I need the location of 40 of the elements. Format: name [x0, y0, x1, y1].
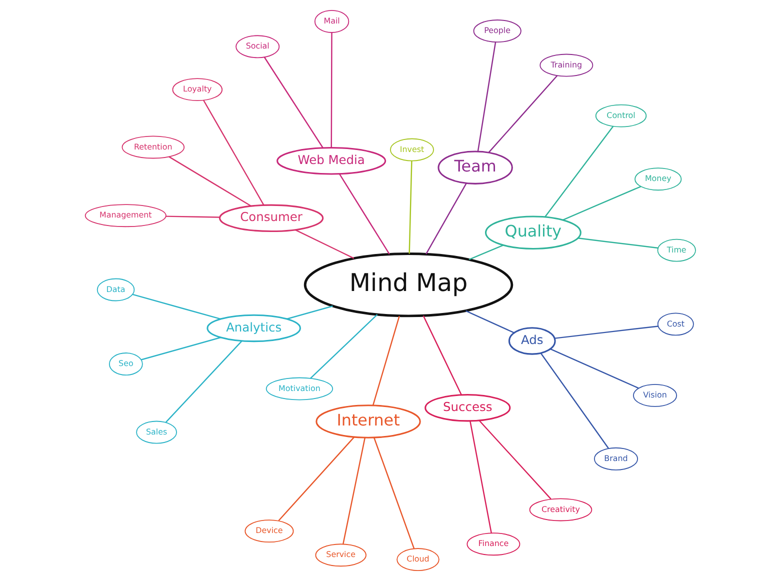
connector: [468, 244, 504, 260]
connector: [141, 336, 222, 360]
connector: [466, 310, 514, 334]
node-ellipse: Quality: [484, 216, 582, 250]
connector: [544, 126, 614, 218]
connector: [330, 32, 332, 148]
connector: [470, 420, 492, 534]
connector: [422, 315, 462, 396]
connector: [550, 348, 639, 389]
connector: [338, 174, 390, 255]
connector: [488, 75, 558, 153]
node-ellipse: Web Media: [276, 147, 386, 175]
connector: [477, 42, 496, 152]
connector: [278, 436, 355, 522]
connector: [578, 238, 658, 249]
connector: [168, 156, 252, 207]
connector: [203, 100, 264, 206]
connector: [562, 186, 642, 221]
node-ellipse: Internet: [316, 404, 421, 438]
connector: [166, 216, 220, 218]
connector: [166, 340, 242, 423]
connector: [373, 437, 415, 549]
connector: [478, 420, 552, 500]
connector: [132, 294, 222, 320]
node-ellipse: Success: [424, 394, 511, 422]
node-ellipse: Ads: [508, 327, 556, 355]
connector: [286, 305, 333, 320]
connector: [264, 56, 324, 148]
connector: [310, 314, 378, 379]
connector: [372, 316, 400, 406]
connector: [540, 352, 610, 449]
node-ellipse: Team: [438, 150, 513, 184]
connector: [294, 229, 354, 259]
node-ellipse: Analytics: [206, 314, 301, 342]
connector: [342, 438, 366, 544]
node-ellipse: Consumer: [218, 204, 324, 232]
connector: [408, 160, 412, 254]
connector: [554, 326, 658, 339]
connector: [426, 182, 467, 254]
node-ellipse: Mind Map: [304, 252, 514, 318]
